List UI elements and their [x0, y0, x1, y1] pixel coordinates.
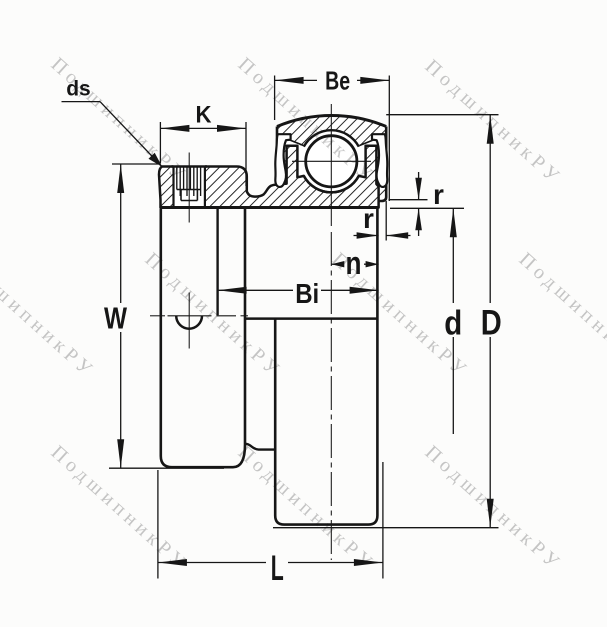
svg-text:K: K — [196, 102, 213, 129]
svg-text:Be: Be — [325, 66, 350, 96]
svg-text:r: r — [433, 179, 444, 210]
svg-text:d: d — [444, 305, 462, 343]
svg-text:D: D — [481, 304, 502, 343]
svg-text:L: L — [271, 549, 284, 588]
svg-text:n: n — [346, 245, 362, 281]
svg-text:ds: ds — [66, 78, 91, 101]
svg-text:Bi: Bi — [295, 278, 319, 309]
svg-text:W: W — [104, 301, 128, 336]
svg-text:r: r — [363, 203, 374, 234]
